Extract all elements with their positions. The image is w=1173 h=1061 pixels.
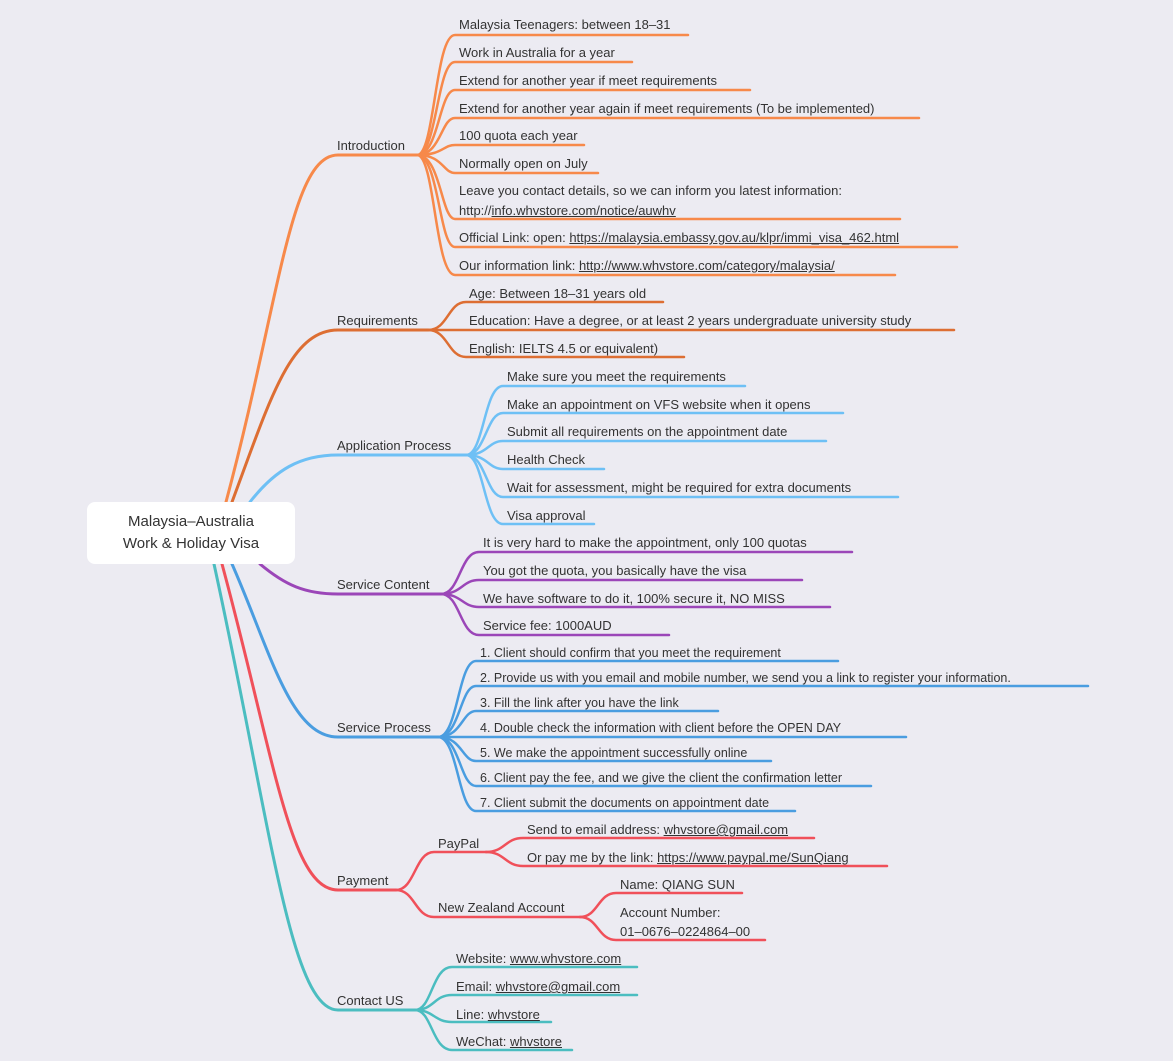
list-item[interactable]: Visa approval xyxy=(507,508,586,523)
branch-service-process[interactable]: Service Process xyxy=(337,720,431,735)
official-link[interactable]: https://malaysia.embassy.gov.au/klpr/imm… xyxy=(569,230,900,245)
branch-line-payment xyxy=(220,562,398,892)
branch-payment[interactable]: Payment xyxy=(337,873,389,888)
list-item[interactable]: 2. Provide us with you email and mobile … xyxy=(480,671,1011,685)
list-item[interactable]: Submit all requirements on the appointme… xyxy=(507,424,788,439)
root-title-line2: Work & Holiday Visa xyxy=(122,535,260,552)
website-link[interactable]: www.whvstore.com xyxy=(509,951,622,966)
payment-paypal[interactable]: PayPal xyxy=(438,836,480,851)
branch-line-introduction xyxy=(224,153,419,504)
list-item[interactable]: Malaysia Teenagers: between 18–31 xyxy=(459,17,671,32)
nz-account-number-label: Account Number: xyxy=(620,905,721,920)
list-item-contact-details[interactable]: Leave you contact details, so we can inf… xyxy=(459,183,842,219)
root-title-line1: Malaysia–Australia xyxy=(128,513,254,530)
paypal-email-link[interactable]: whvstore@gmail.com xyxy=(663,822,789,837)
branch-line-service-content xyxy=(258,562,443,596)
official-link-prefix: Official Link: open: xyxy=(459,230,570,245)
contact-line[interactable]: Line: whvstore xyxy=(456,1007,540,1023)
paypal-me-link[interactable]: https://www.paypal.me/SunQiang xyxy=(657,850,849,865)
wechat-prefix: WeChat: xyxy=(456,1034,510,1049)
email-link[interactable]: whvstore@gmail.com xyxy=(495,979,621,994)
list-item[interactable]: Education: Have a degree, or at least 2 … xyxy=(469,313,912,328)
list-item[interactable]: Make an appointment on VFS website when … xyxy=(507,397,811,412)
list-item[interactable]: Extend for another year if meet requirem… xyxy=(459,73,717,88)
list-item[interactable]: We have software to do it, 100% secure i… xyxy=(483,591,785,606)
branch-application-process[interactable]: Application Process xyxy=(337,438,452,453)
list-item[interactable]: Health Check xyxy=(507,452,586,467)
nz-account-number-value: 01–0676–0224864–00 xyxy=(620,924,751,939)
email-prefix: Email: xyxy=(456,979,496,994)
list-item[interactable]: 3. Fill the link after you have the link xyxy=(480,696,679,710)
branch-line-application xyxy=(248,453,468,504)
branch-line-service-process xyxy=(230,562,440,739)
contact-link-prefix: http:// xyxy=(459,203,492,218)
branch-contact-us[interactable]: Contact US xyxy=(337,993,404,1008)
list-item[interactable]: 100 quota each year xyxy=(459,128,578,143)
list-item[interactable]: 1. Client should confirm that you meet t… xyxy=(480,646,781,660)
list-item[interactable]: 6. Client pay the fee, and we give the c… xyxy=(480,771,843,785)
paypal-link-prefix: Or pay me by the link: xyxy=(527,850,658,865)
line-id[interactable]: whvstore xyxy=(487,1007,540,1022)
contact-email[interactable]: Email: whvstore@gmail.com xyxy=(456,979,620,995)
list-item[interactable]: English: IELTS 4.5 or equivalent) xyxy=(469,341,659,356)
list-item[interactable]: Normally open on July xyxy=(459,156,588,171)
wechat-id[interactable]: whvstore xyxy=(509,1034,562,1049)
branch-service-content[interactable]: Service Content xyxy=(337,577,430,592)
list-item[interactable]: You got the quota, you basically have th… xyxy=(483,563,747,578)
line-prefix: Line: xyxy=(456,1007,488,1022)
payment-nz-account[interactable]: New Zealand Account xyxy=(438,900,565,915)
branch-introduction[interactable]: Introduction xyxy=(337,138,405,153)
contact-website[interactable]: Website: www.whvstore.com xyxy=(456,951,621,967)
contact-wechat[interactable]: WeChat: whvstore xyxy=(456,1034,562,1050)
branch-line-requirements xyxy=(230,328,430,504)
nz-account-name[interactable]: Name: QIANG SUN xyxy=(620,877,735,892)
contact-details-text: Leave you contact details, so we can inf… xyxy=(459,183,842,198)
website-prefix: Website: xyxy=(456,951,510,966)
list-item[interactable]: 7. Client submit the documents on appoin… xyxy=(480,796,770,810)
paypal-email-prefix: Send to email address: xyxy=(527,822,664,837)
list-item-official-link[interactable]: Official Link: open: https://malaysia.em… xyxy=(459,230,899,246)
list-item[interactable]: Work in Australia for a year xyxy=(459,45,615,60)
paypal-link-item[interactable]: Or pay me by the link: https://www.paypa… xyxy=(527,850,849,866)
list-item[interactable]: Age: Between 18–31 years old xyxy=(469,286,647,301)
nz-account-number[interactable]: Account Number: 01–0676–0224864–00 xyxy=(620,905,750,940)
root-node[interactable]: Malaysia–Australia Work & Holiday Visa xyxy=(87,502,295,564)
branch-requirements[interactable]: Requirements xyxy=(337,313,418,328)
list-item[interactable]: Extend for another year again if meet re… xyxy=(459,101,875,116)
branch-line-contact xyxy=(212,562,417,1012)
list-item[interactable]: 4. Double check the information with cli… xyxy=(480,721,842,735)
our-link-prefix: Our information link: xyxy=(459,258,579,273)
list-item[interactable]: It is very hard to make the appointment,… xyxy=(483,535,807,550)
list-item-our-link[interactable]: Our information link: http://www.whvstor… xyxy=(459,258,835,274)
list-item[interactable]: 5. We make the appointment successfully … xyxy=(480,746,748,760)
list-item[interactable]: Wait for assessment, might be required f… xyxy=(507,480,852,495)
our-information-link[interactable]: http://www.whvstore.com/category/malaysi… xyxy=(578,258,835,273)
list-item[interactable]: Make sure you meet the requirements xyxy=(507,369,726,384)
paypal-email-item[interactable]: Send to email address: whvstore@gmail.co… xyxy=(527,822,788,838)
contact-notice-link[interactable]: info.whvstore.com/notice/auwhv xyxy=(491,203,676,218)
list-item[interactable]: Service fee: 1000AUD xyxy=(483,618,612,633)
